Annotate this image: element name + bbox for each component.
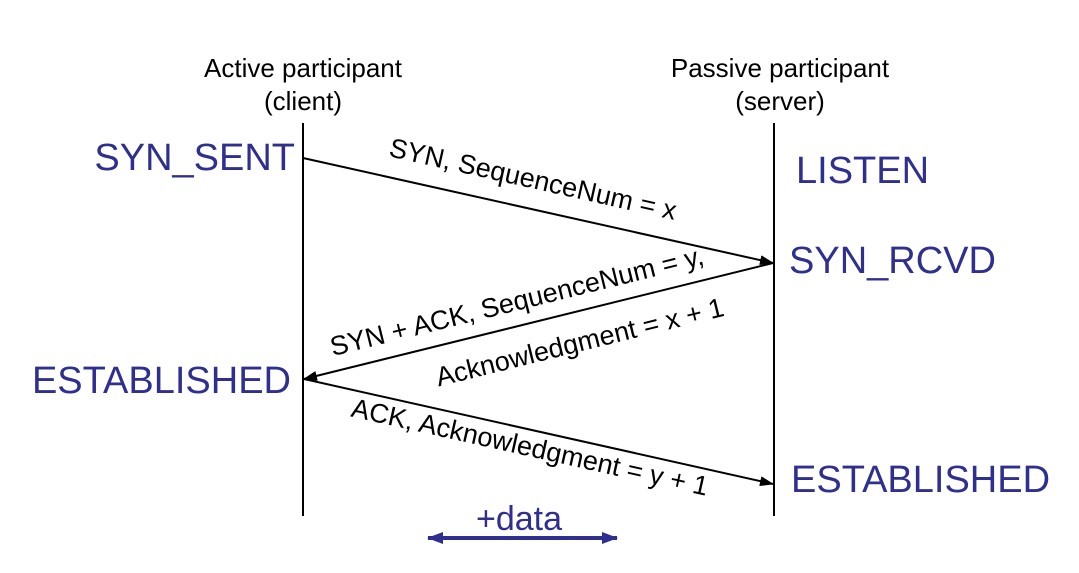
syn-message-label: SYN, SequenceNum = x <box>387 133 680 226</box>
server-participant-name: Passive participant <box>671 53 890 83</box>
server-participant-role: (server) <box>735 86 825 116</box>
data-exchange-label: +data <box>476 500 562 538</box>
synack-arrow <box>303 262 774 381</box>
ack-arrow <box>303 378 774 487</box>
state-listen: LISTEN <box>796 150 929 192</box>
syn-arrow <box>302 157 774 266</box>
client-participant-role: (client) <box>264 86 342 116</box>
state-syn-rcvd: SYN_RCVD <box>789 240 996 282</box>
state-client-established: ESTABLISHED <box>32 360 291 402</box>
state-server-established: ESTABLISHED <box>791 459 1050 501</box>
state-syn-sent: SYN_SENT <box>94 137 295 179</box>
ack-message-label: ACK, Acknowledgment = y + 1 <box>349 393 711 502</box>
client-participant-name: Active participant <box>204 53 403 83</box>
